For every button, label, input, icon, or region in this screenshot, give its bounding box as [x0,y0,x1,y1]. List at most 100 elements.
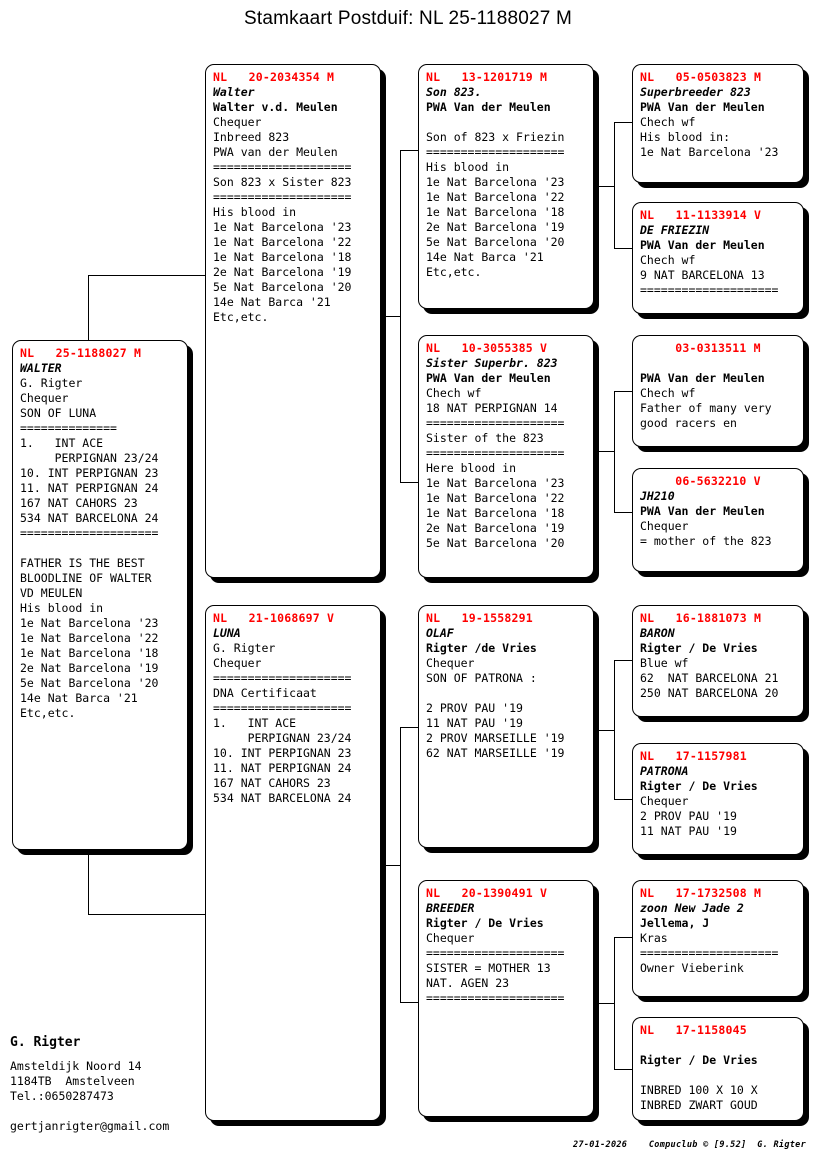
pigeon-card-dam-sire-sire[interactable]: NL 16-1881073 M BARON Rigter / De Vries … [632,605,804,717]
detail-line: 2e Nat Barcelona '19 [426,521,565,535]
pigeon-card-dam-dam[interactable]: NL 20-1390491 V BREEDER Rigter / De Vrie… [418,880,594,1117]
detail-line: 11. NAT PERPIGNAN 24 [213,761,352,775]
detail-line: 18 NAT PERPIGNAN 14 [426,401,558,415]
connector-h-sd-sds [614,391,632,392]
detail-line: G. Rigter [213,641,276,655]
detail-line: 1e Nat Barcelona '22 [213,235,352,249]
detail-line: NAT. AGEN 23 [426,976,510,990]
detail-line: Sister of the 823 [426,431,544,445]
pigeon-detail-lines: Chequer = mother of the 823 [640,519,796,549]
connector-v-sire [400,150,401,483]
pigeon-card-sire-dam[interactable]: NL 10-3055385 V Sister Superbr. 823 PWA … [418,335,594,578]
detail-line: ==================== [20,526,159,540]
owner-email[interactable]: gertjanrigter@gmail.com [10,1119,170,1133]
pigeon-detail-lines: Chequer Inbreed 823 PWA van der Meulen =… [213,115,373,325]
detail-line: Chequer [426,931,475,945]
detail-line: 2 PROV PAU '19 [640,809,737,823]
connector-h-ss-ssd [614,248,632,249]
pigeon-breeder: Rigter / De Vries [640,641,758,655]
detail-line: Kras [640,931,668,945]
connector-h-ds-dsd [614,799,632,800]
pigeon-card-dam-sire-dam[interactable]: NL 17-1157981 PATRONA Rigter / De Vries … [632,743,804,855]
detail-line: Son 823 x Sister 823 [213,175,352,189]
pigeon-detail-lines: Blue wf 62 NAT BARCELONA 21 250 NAT BARC… [640,656,796,701]
pigeon-card-dam-dam-sire[interactable]: NL 17-1732508 M zoon New Jade 2 Jellema,… [632,880,804,997]
connector-h-ss-stem [599,186,614,187]
connector-h-ds-stem [599,730,614,731]
pigeon-name: BREEDER [426,901,475,915]
pigeon-detail-lines: Chech wf 18 NAT PERPIGNAN 14 ===========… [426,386,586,551]
detail-line: 1e Nat Barcelona '22 [20,631,159,645]
detail-line: 534 NAT BARCELONA 24 [20,511,159,525]
page-title: Stamkaart Postduif: NL 25-1188027 M [243,8,573,29]
pigeon-detail-lines: Chequer SON OF PATRONA : 2 PROV PAU '19 … [426,656,586,761]
detail-line: Here blood in [426,461,517,475]
connector-h-ss-sss [614,122,632,123]
pigeon-card-dam-sire[interactable]: NL 19-1558291 OLAF Rigter /de Vries Cheq… [418,605,594,848]
owner-address-line-1: Amsteldijk Noord 14 [10,1059,142,1073]
pigeon-breeder: PWA Van der Meulen [640,100,765,114]
pigeon-card-dam[interactable]: NL 21-1068697 V LUNA G. Rigter Chequer =… [205,605,381,1121]
pigeon-card-sire-dam-dam[interactable]: 06-5632210 V JH210 PWA Van der Meulen Ch… [632,468,804,572]
detail-line: 62 NAT MARSEILLE '19 [426,746,565,760]
detail-line: Chequer [213,656,262,670]
pigeon-name: BARON [640,626,675,640]
pigeon-name: WALTER [20,361,62,375]
connector-h-dam-dd [400,1002,418,1003]
detail-line: 5e Nat Barcelona '20 [213,280,352,294]
pigeon-breeder: Rigter /de Vries [426,641,537,655]
detail-line: Father of many very [640,401,772,415]
detail-line: Chequer [426,656,475,670]
pigeon-id: 03-0313511 M [675,341,761,355]
detail-line: 1e Nat Barcelona '22 [426,190,565,204]
detail-line: 11 NAT PAU '19 [640,824,737,838]
detail-line: Etc,etc. [213,310,269,324]
detail-line: Chech wf [640,386,696,400]
detail-line: BLOODLINE OF WALTER [20,571,152,585]
detail-line: 167 NAT CAHORS 23 [20,496,138,510]
pigeon-detail-lines: Chech wf 9 NAT BARCELONA 13 ============… [640,253,796,298]
detail-line: Blue wf [640,656,689,670]
pigeon-id: NL 10-3055385 V [426,341,548,355]
pigeon-id: 06-5632210 V [675,474,761,488]
detail-line: 1e Nat Barcelona '23 [426,476,565,490]
pigeon-detail-lines: Chech wf Father of many very good racers… [640,386,796,431]
pigeon-breeder: PWA Van der Meulen [640,371,765,385]
detail-line: PERPIGNAN 23/24 [20,451,159,465]
pigeon-breeder: PWA Van der Meulen [426,371,551,385]
pigeon-id: NL 17-1732508 M [640,886,762,900]
pigeon-breeder: PWA Van der Meulen [640,504,765,518]
pigeon-card-sire-sire-dam[interactable]: NL 11-1133914 V DE FRIEZIN PWA Van der M… [632,202,804,314]
pigeon-name: Walter [213,85,255,99]
detail-line: Chequer [640,519,689,533]
pigeon-breeder: Walter v.d. Meulen [213,100,338,114]
pigeon-card-subject[interactable]: NL 25-1188027 M WALTER G. Rigter Chequer… [12,340,188,850]
pigeon-card-sire-dam-sire[interactable]: 03-0313511 M PWA Van der Meulen Chech wf… [632,335,804,447]
detail-line [640,1068,796,1083]
detail-line: 1e Nat Barcelona '18 [20,646,159,660]
pigeon-breeder: Jellema, J [640,916,710,930]
pigeon-card-sire-sire-sire[interactable]: NL 05-0503823 M Superbreeder 823 PWA Van… [632,64,804,183]
detail-line: 1. INT ACE [20,436,104,450]
detail-line: VD MEULEN [20,586,83,600]
pigeon-breeder: Rigter / De Vries [640,1053,758,1067]
detail-line: 1e Nat Barcelona '23 [640,145,779,159]
connector-h-dd-stem [599,1003,614,1004]
detail-line: 1e Nat Barcelona '18 [213,250,352,264]
owner-phone: Tel.:0650287473 [10,1089,114,1103]
pigeon-card-dam-dam-dam[interactable]: NL 17-1158045 Rigter / De Vries INBRED 1… [632,1017,804,1121]
detail-line: 1. INT ACE [213,716,297,730]
pigeon-card-sire-sire[interactable]: NL 13-1201719 M Son 823. PWA Van der Meu… [418,64,594,309]
detail-line: 1e Nat Barcelona '18 [426,205,565,219]
owner-name: G. Rigter [10,1035,81,1050]
detail-line: 2e Nat Barcelona '19 [213,265,352,279]
detail-line: ==================== [213,671,352,685]
pigeon-id: NL 25-1188027 M [20,346,142,360]
pigeon-card-sire[interactable]: NL 20-2034354 M Walter Walter v.d. Meule… [205,64,381,578]
detail-line: SISTER = MOTHER 13 [426,961,551,975]
detail-line: Etc,etc. [426,265,482,279]
detail-line: ==================== [426,946,565,960]
detail-line: 2e Nat Barcelona '19 [20,661,159,675]
detail-line: 14e Nat Barca '21 [213,295,331,309]
